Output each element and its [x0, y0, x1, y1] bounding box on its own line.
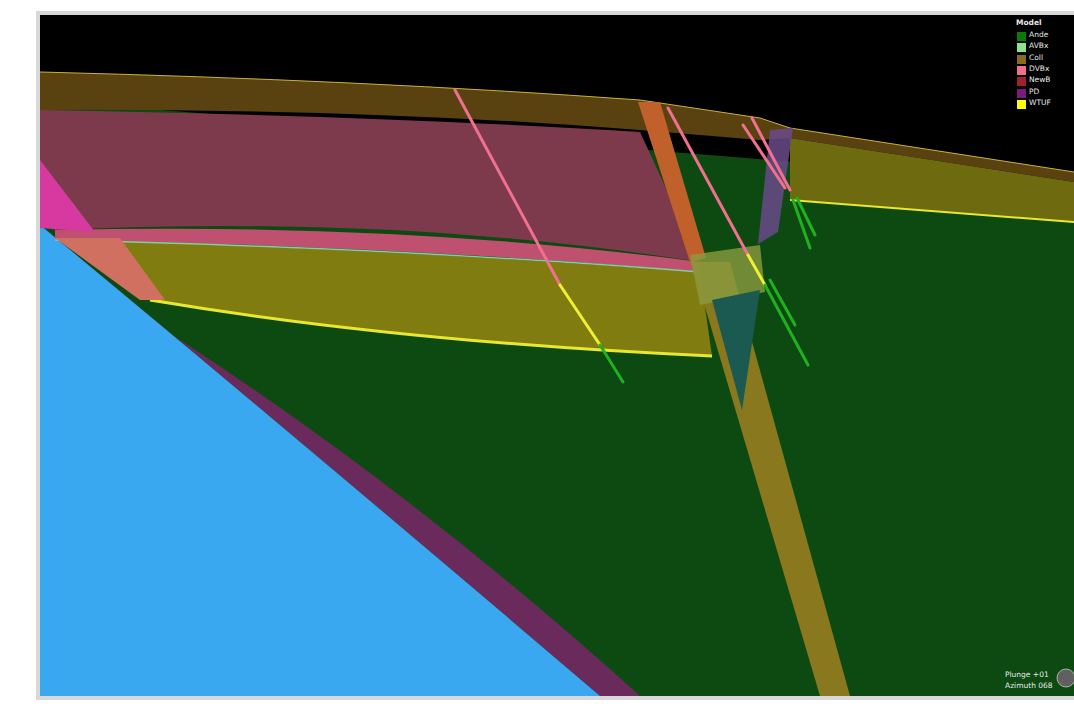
legend-swatch: [1017, 43, 1026, 52]
legend-swatch: [1017, 77, 1026, 86]
drillhole-segment: [668, 108, 748, 255]
drillhole-segment: [797, 198, 815, 235]
drillholes: [455, 90, 815, 382]
legend-swatch: [1017, 100, 1026, 109]
view-orientation: Azimuth 068: [1005, 682, 1053, 690]
legend-swatch: [1017, 66, 1026, 75]
drillhole-segment: [770, 280, 795, 325]
legend-label: Coll: [1029, 54, 1043, 62]
legend-label: WTUF: [1029, 99, 1051, 107]
drillhole-segment: [743, 125, 785, 188]
fault-plane-upper: [638, 102, 706, 262]
wtuf-layer-east: [790, 138, 1074, 222]
drillhole-segment: [752, 118, 790, 190]
legend-swatch: [1017, 89, 1026, 98]
wtuf-east-edge: [790, 200, 1074, 222]
legend-label: DVBx: [1029, 65, 1049, 73]
panel-shadow: [36, 11, 1074, 700]
newb-volume: [40, 110, 700, 262]
andesite-volume: [40, 100, 1074, 696]
legend-label: PD: [1029, 88, 1039, 96]
legend-swatch: [1017, 32, 1026, 41]
legend-label: NewB: [1029, 76, 1051, 84]
drillhole-segment: [765, 285, 808, 365]
viewport-background: [40, 15, 1074, 696]
view-orientation: Plunge +01: [1005, 671, 1049, 679]
legend-title: Model: [1016, 19, 1042, 27]
cyan-wedge: [712, 290, 760, 410]
legend-label: Ande: [1029, 31, 1048, 39]
magenta-unit: [40, 160, 95, 232]
legend-swatch: [1017, 55, 1026, 64]
topography-line: [40, 72, 1074, 172]
legend-label: AVBx: [1029, 42, 1048, 50]
drillhole-segment: [455, 90, 560, 285]
fault-plane: [690, 262, 850, 696]
drillhole-segment: [748, 255, 765, 285]
compass-icon: [1057, 669, 1074, 687]
drillhole-segment: [600, 345, 623, 382]
salmon-unit: [55, 238, 165, 300]
drillhole-segment: [560, 285, 600, 345]
wtuf-lower-edge: [150, 300, 712, 356]
